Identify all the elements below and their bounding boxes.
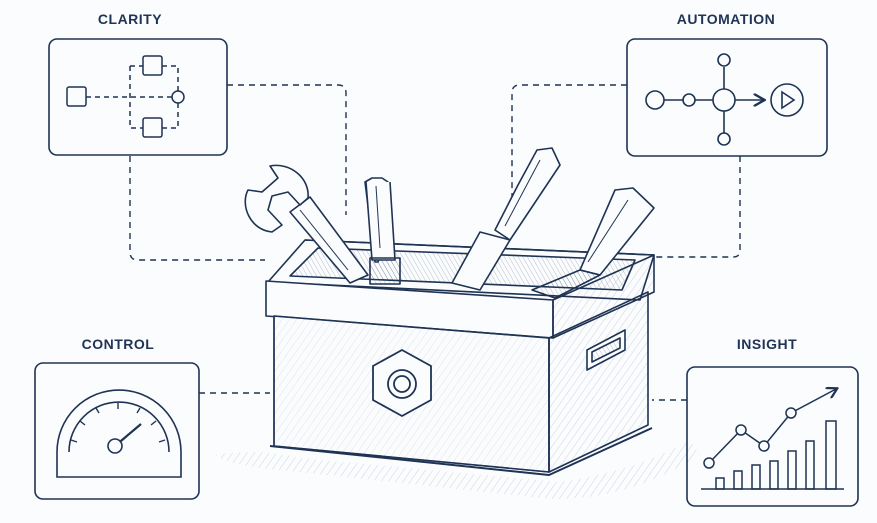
flowchart-icon	[66, 55, 185, 138]
hammer-handle-icon	[531, 187, 655, 299]
automation-panel	[626, 38, 828, 157]
screwdriver-icon	[364, 177, 401, 285]
connector-automation-left	[511, 84, 627, 210]
insight-panel	[686, 366, 859, 507]
wrench-icon	[244, 164, 369, 284]
trend-chart-icon	[701, 389, 844, 490]
dashed-connectors	[129, 84, 741, 401]
connector-clarity-right	[227, 84, 347, 215]
toolbox-icon	[215, 147, 700, 499]
control-label: CONTROL	[81, 336, 155, 352]
insight-label: INSIGHT	[736, 336, 798, 352]
connector-automation-down	[646, 156, 741, 258]
connector-clarity-down	[129, 156, 265, 261]
gauge-icon	[56, 389, 182, 478]
pipeline-play-icon	[645, 53, 804, 146]
automation-label: AUTOMATION	[676, 11, 776, 27]
hex-nut-icon	[372, 348, 432, 418]
clarity-panel	[48, 38, 228, 156]
control-panel	[34, 362, 200, 500]
clarity-label: CLARITY	[97, 11, 163, 27]
screwdriver-diagonal-icon	[451, 147, 561, 291]
